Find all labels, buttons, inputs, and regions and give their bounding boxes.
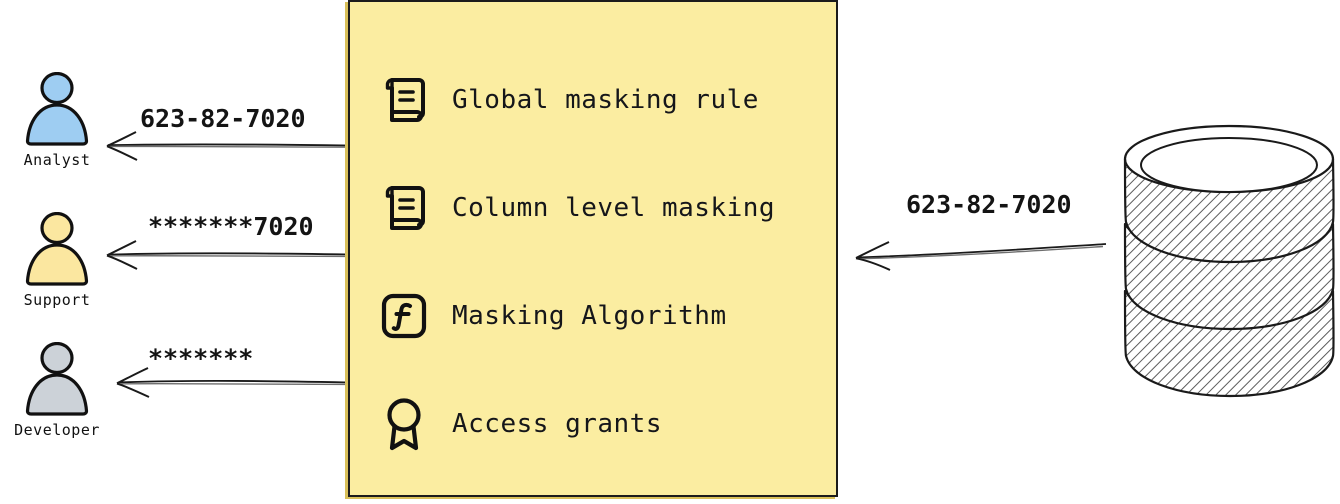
arrow-line [106, 240, 351, 270]
list-item[interactable]: Access grants [378, 370, 836, 478]
arrow-line [116, 367, 351, 398]
actor-developer[interactable]: Developer [2, 342, 112, 439]
actor-analyst[interactable]: Analyst [2, 72, 112, 169]
actor-support[interactable]: Support [2, 212, 112, 309]
arrow-label: 623-82-7020 [140, 104, 306, 133]
list-item[interactable]: Column level masking [378, 154, 836, 262]
actor-label: Analyst [23, 151, 91, 169]
policy-label: Access grants [452, 409, 662, 439]
policy-label: Masking Algorithm [452, 301, 727, 331]
scroll-icon [378, 72, 430, 128]
arrow-to-support: *******7020 [100, 212, 351, 272]
db-disc-top [1123, 124, 1335, 264]
list-item[interactable]: Global masking rule [378, 46, 836, 154]
arrow-from-database: 623-82-7020 [848, 190, 1107, 271]
arrow-to-developer: ******* [110, 338, 351, 398]
list-item[interactable]: Masking Algorithm [378, 262, 836, 370]
award-ribbon-icon [378, 396, 430, 452]
actor-label: Developer [14, 421, 100, 439]
arrow-label: 623-82-7020 [906, 190, 1072, 219]
person-icon [25, 342, 89, 416]
person-icon [25, 212, 89, 286]
policy-list: Global masking rule Column level masking [350, 2, 836, 495]
scroll-icon [378, 180, 430, 236]
person-icon [25, 72, 89, 146]
policy-label: Column level masking [452, 193, 776, 223]
actor-label: Support [23, 291, 91, 309]
arrow-to-analyst: 623-82-7020 [100, 104, 351, 164]
arrow-label: ******* [148, 344, 254, 373]
policy-box: Global masking rule Column level masking [348, 0, 838, 497]
arrow-label: *******7020 [148, 212, 314, 241]
arrow-line [106, 131, 351, 161]
database-cylinder-icon[interactable] [1118, 116, 1340, 406]
function-icon [378, 288, 430, 344]
arrow-line [855, 241, 1107, 271]
policy-label: Global masking rule [452, 85, 759, 115]
